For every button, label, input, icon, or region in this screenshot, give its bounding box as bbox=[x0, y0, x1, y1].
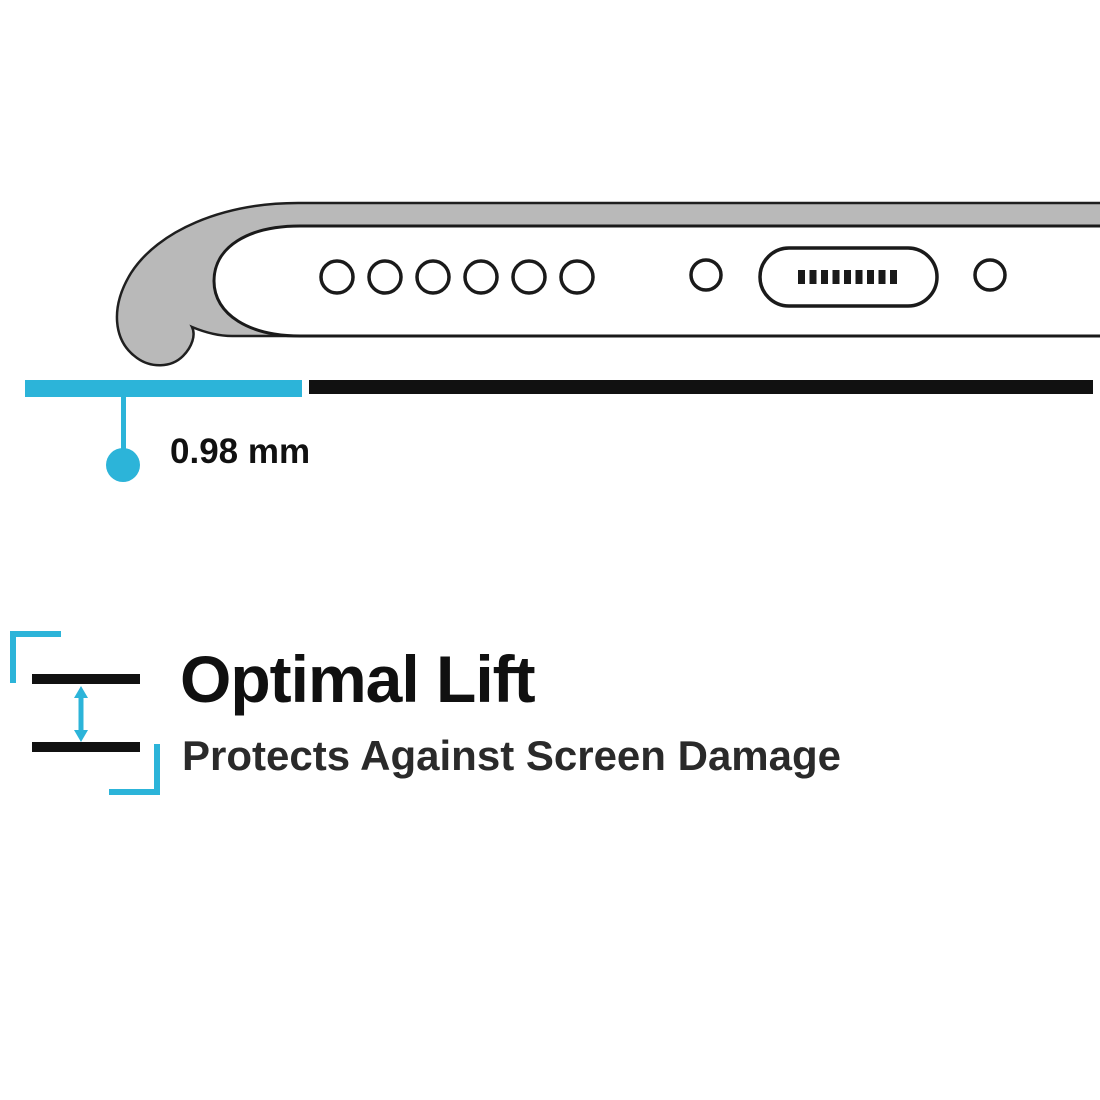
speaker-holes bbox=[319, 259, 595, 295]
connector-pin bbox=[821, 270, 828, 284]
measurement-pointer-dot bbox=[106, 448, 140, 482]
connector-pin bbox=[809, 270, 817, 284]
speaker-hole bbox=[511, 259, 547, 295]
speaker-hole bbox=[463, 259, 499, 295]
speaker-hole bbox=[367, 259, 403, 295]
connector-pin bbox=[855, 270, 863, 284]
upper-surface-line bbox=[32, 674, 140, 684]
feature-text-block: Optimal Lift Protects Against Screen Dam… bbox=[180, 646, 841, 778]
screw-hole-right bbox=[973, 258, 1007, 292]
measurement-value: 0.98 mm bbox=[170, 432, 311, 471]
connector-pin bbox=[878, 270, 886, 284]
speaker-hole bbox=[319, 259, 355, 295]
feature-title: Optimal Lift bbox=[180, 642, 536, 716]
surface-bar bbox=[309, 380, 1093, 394]
arrow-head-up-icon bbox=[74, 686, 88, 698]
connector-pin bbox=[844, 270, 851, 284]
speaker-hole bbox=[415, 259, 451, 295]
connector-pin bbox=[832, 270, 840, 284]
connector-pin bbox=[798, 270, 805, 284]
lower-surface-line bbox=[32, 742, 140, 752]
bracket-top-left-icon bbox=[10, 631, 61, 683]
measurement-pointer-line bbox=[121, 395, 126, 450]
speaker-hole bbox=[559, 259, 595, 295]
connector-pin bbox=[890, 270, 897, 284]
lift-gap-icon bbox=[10, 631, 160, 795]
case-lift-bar bbox=[25, 380, 302, 397]
connector-pin bbox=[867, 270, 874, 284]
feature-subtitle: Protects Against Screen Damage bbox=[182, 732, 842, 779]
phone-bottom-illustration bbox=[115, 201, 1100, 367]
connector-pins bbox=[798, 270, 897, 284]
screw-hole-left bbox=[689, 258, 723, 292]
arrow-head-down-icon bbox=[74, 730, 88, 742]
bracket-bottom-right-icon bbox=[109, 744, 160, 795]
